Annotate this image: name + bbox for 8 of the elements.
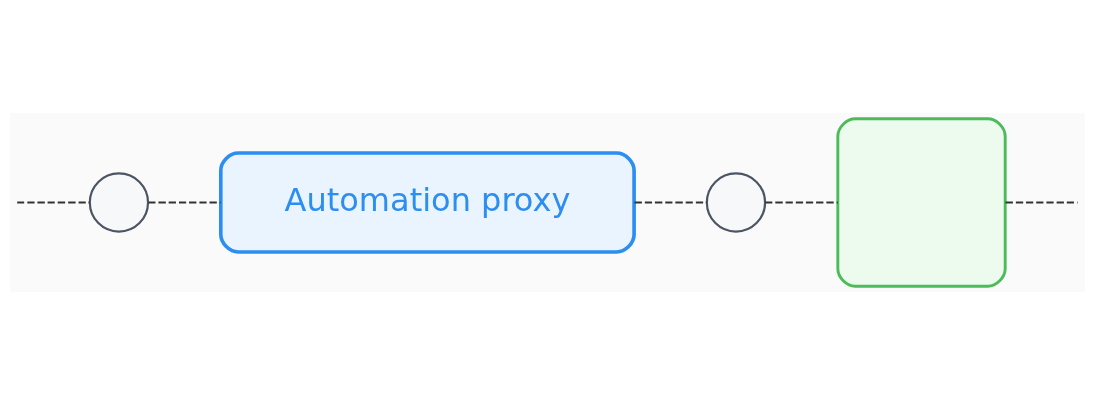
node-box: Automation proxy bbox=[218, 151, 636, 254]
connector bbox=[16, 201, 91, 204]
node-box bbox=[836, 117, 1007, 288]
connector bbox=[633, 201, 708, 204]
connector bbox=[1004, 201, 1079, 204]
node-circle bbox=[88, 172, 150, 233]
connector bbox=[764, 201, 839, 204]
node-circle bbox=[705, 172, 767, 233]
